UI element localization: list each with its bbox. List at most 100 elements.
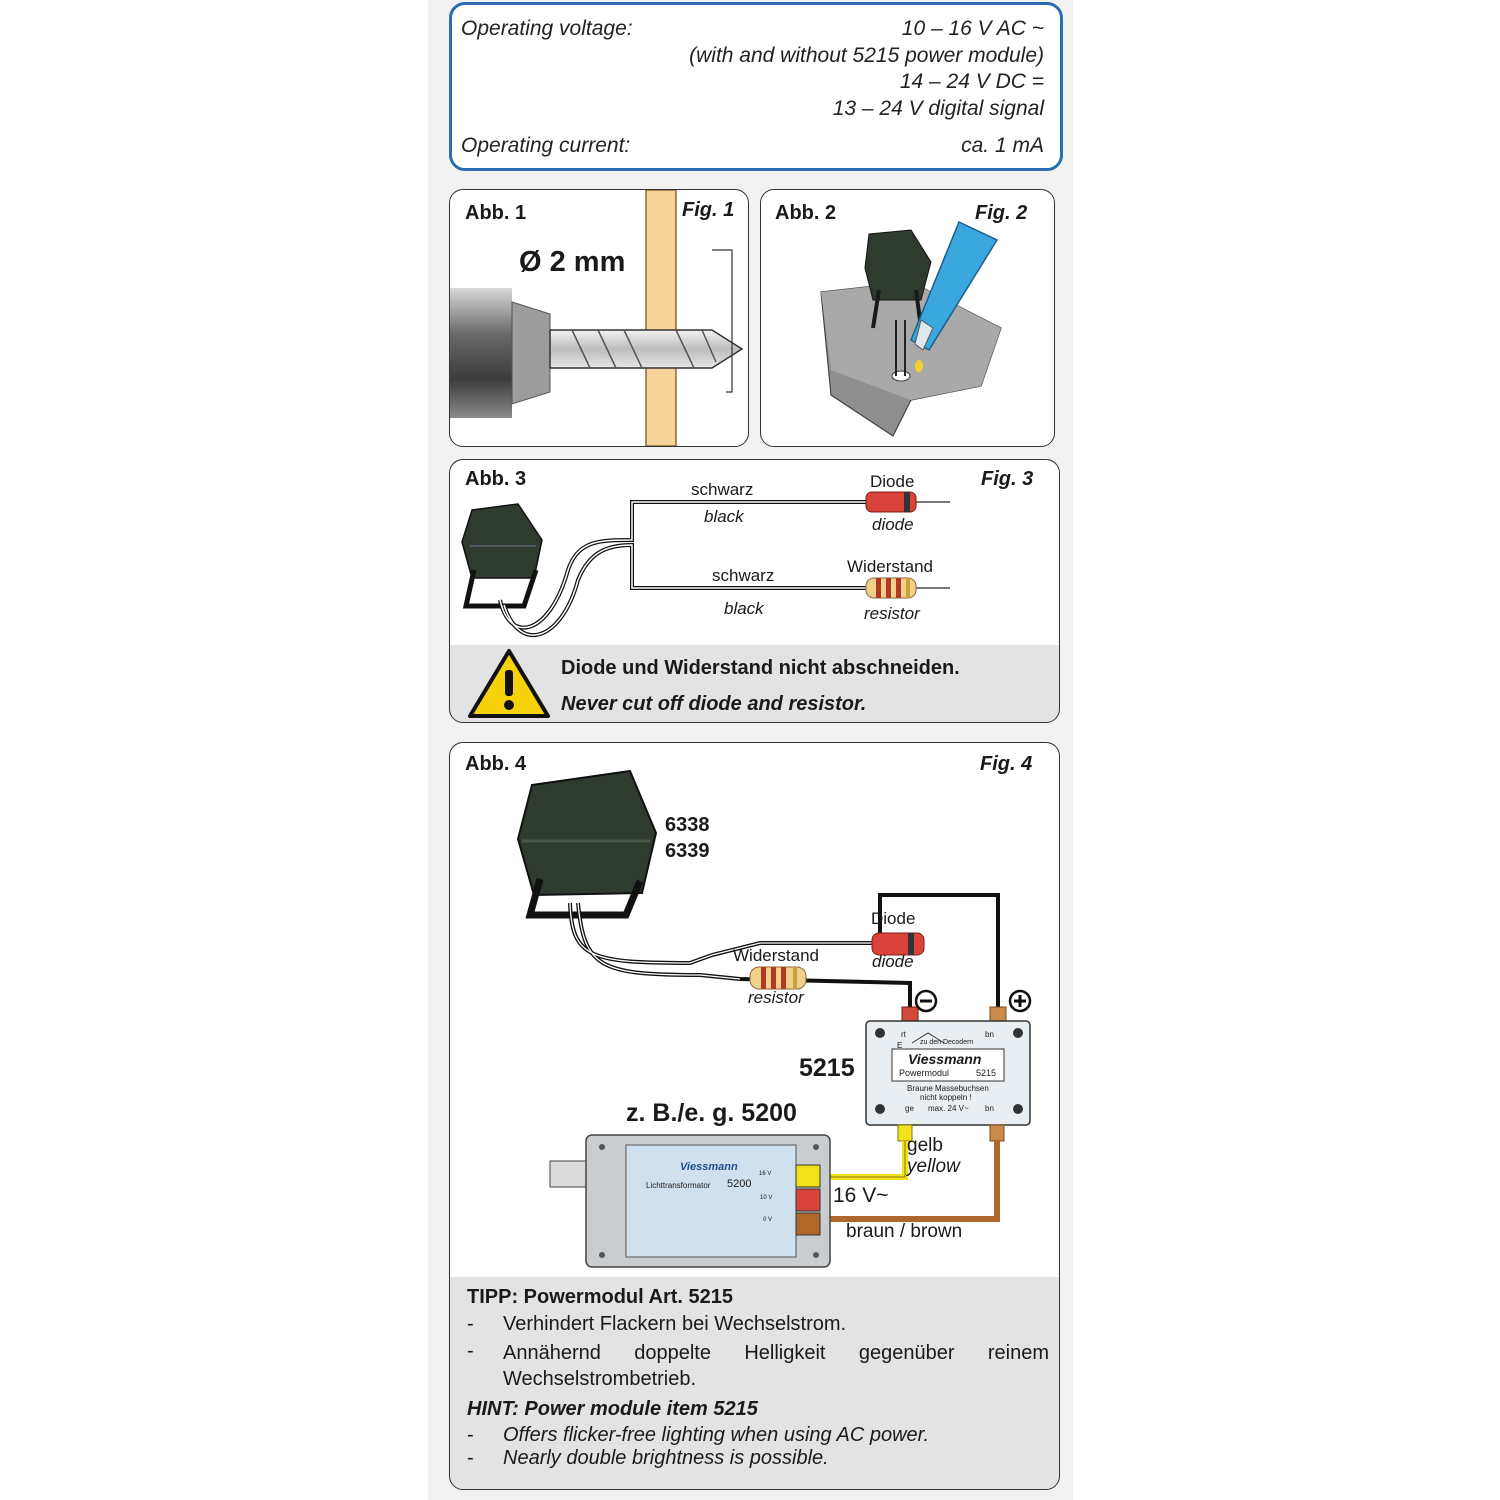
fig2-abb-label: Abb. 2 bbox=[775, 202, 837, 224]
hint-title-en: HINT: Power module item 5215 bbox=[467, 1398, 758, 1420]
fig3-wire-upper-outer bbox=[498, 500, 866, 630]
module-5215-label: 5215 bbox=[799, 1054, 855, 1082]
fig3-panel: Abb. 3 Fig. 3 schwarz black Diode diode … bbox=[449, 459, 1060, 723]
module-product-no: 5215 bbox=[976, 1068, 997, 1078]
voltage-line-3: 14 – 24 V DC = bbox=[899, 70, 1044, 93]
plus-icon bbox=[1008, 989, 1032, 1013]
fig3-resistor-de: Widerstand bbox=[847, 557, 933, 576]
drill-hole bbox=[891, 370, 911, 382]
fig4-diode-en: diode bbox=[872, 952, 914, 971]
module-e-label: E bbox=[897, 1041, 903, 1050]
fig4-abb-label: Abb. 4 bbox=[465, 753, 527, 775]
fig3-abb-label: Abb. 3 bbox=[465, 468, 527, 490]
glue-drop bbox=[915, 360, 923, 372]
transformer-product: Lichttransformator bbox=[646, 1181, 711, 1190]
module-ge-label: ge bbox=[905, 1104, 914, 1113]
module-product: Powermodul bbox=[899, 1068, 950, 1078]
current-value: ca. 1 mA bbox=[961, 134, 1044, 157]
wood-board bbox=[645, 190, 677, 446]
module-note-2: nicht koppeln ! bbox=[920, 1093, 972, 1102]
fig3-diagram-area bbox=[450, 460, 1059, 645]
voltage-16v-label: 16 V~ bbox=[833, 1184, 889, 1207]
hint-item-en-2: Nearly double brightness is possible. bbox=[503, 1447, 829, 1469]
brown-wire bbox=[818, 1141, 1000, 1222]
voltage-line-2: (with and without 5215 power module) bbox=[689, 44, 1044, 67]
current-label: Operating current: bbox=[461, 134, 631, 157]
fig3-diode-en: diode bbox=[872, 515, 914, 534]
voltage-label: Operating voltage: bbox=[461, 17, 633, 40]
plate-top bbox=[821, 282, 1001, 400]
module-note-1: Braune Massebuchsen bbox=[907, 1084, 989, 1093]
transformer-10v: 10 V bbox=[760, 1195, 773, 1201]
transformer-brand: Viessmann bbox=[680, 1161, 738, 1173]
dimension-line bbox=[712, 249, 733, 393]
fig3-wire2-en: black bbox=[724, 599, 764, 618]
module-brand: Viessmann bbox=[908, 1051, 982, 1067]
fig3-wire1-de: schwarz bbox=[691, 480, 754, 499]
tip-item-de-1: Verhindert Flackern bei Wechselstrom. bbox=[503, 1313, 847, 1335]
glue-tube bbox=[910, 220, 999, 352]
fig4-panel: Abb. 4 Fig. 4 6338 6339 Diode diode Wide… bbox=[449, 742, 1060, 1490]
hint-dash-1: - bbox=[467, 1424, 474, 1446]
transformer-5200 bbox=[549, 1134, 831, 1268]
module-bn-bottom-label: bn bbox=[985, 1104, 994, 1113]
fig3-wire1-en: black bbox=[704, 507, 744, 526]
plus-terminal bbox=[989, 1006, 1007, 1022]
fig1-diameter: Ø 2 mm bbox=[519, 246, 626, 278]
transformer-label: z. B./e. g. 5200 bbox=[626, 1099, 797, 1127]
fig1-panel: Abb. 1 Fig. 1 Ø 2 mm bbox=[449, 189, 749, 447]
drill-illustration bbox=[450, 190, 744, 446]
mains-cable bbox=[549, 1160, 589, 1188]
module-rt-label: rt bbox=[901, 1030, 906, 1039]
brown-terminal bbox=[989, 1124, 1005, 1142]
warning-icon bbox=[468, 649, 550, 718]
fig2-panel: Abb. 2 Fig. 2 bbox=[760, 189, 1055, 447]
fig4-resistor-en: resistor bbox=[748, 988, 804, 1007]
yellow-label-de: gelb bbox=[907, 1135, 943, 1156]
module-decoder-label: zu den Decodern bbox=[920, 1039, 974, 1046]
floodlight-housing bbox=[864, 229, 932, 301]
yellow-wire bbox=[820, 1141, 908, 1180]
fig3-diode-de: Diode bbox=[870, 472, 915, 491]
fig2-fig-label: Fig. 2 bbox=[975, 202, 1028, 224]
fig3-resistor bbox=[865, 577, 950, 599]
fig4-floodlight bbox=[516, 769, 658, 919]
fig3-floodlight bbox=[461, 503, 543, 609]
warning-text-de: Diode und Widerstand nicht abschneiden. bbox=[561, 657, 960, 679]
module-max-label: max. 24 V~ bbox=[928, 1104, 969, 1113]
model-6339: 6339 bbox=[665, 840, 710, 862]
transformer-16v: 16 V bbox=[759, 1171, 772, 1177]
fig3-wiring-diagram bbox=[461, 491, 950, 718]
tip-title-de: TIPP: Powermodul Art. 5215 bbox=[467, 1286, 733, 1308]
drill-chuck bbox=[450, 288, 512, 418]
fig4-fig-label: Fig. 4 bbox=[980, 753, 1033, 775]
brown-label: braun / brown bbox=[846, 1221, 963, 1242]
fig1-fig-label: Fig. 1 bbox=[682, 199, 735, 221]
chuck-collar bbox=[511, 301, 551, 405]
fig3-resistor-en: resistor bbox=[864, 604, 920, 623]
transformer-product-no: 5200 bbox=[727, 1178, 752, 1190]
minus-terminal bbox=[901, 1006, 919, 1022]
spec-box: Operating voltage: 10 – 16 V AC ~ (with … bbox=[449, 2, 1063, 171]
fig1-abb-label: Abb. 1 bbox=[465, 202, 527, 224]
fig3-fig-label: Fig. 3 bbox=[981, 468, 1034, 490]
tip-item-de-2: Annähernd doppelte Helligkeit gegenüber … bbox=[503, 1342, 1049, 1390]
voltage-line-1: 10 – 16 V AC ~ bbox=[901, 17, 1044, 40]
module-bn-top-label: bn bbox=[985, 1030, 994, 1039]
warning-text-en: Never cut off diode and resistor. bbox=[561, 693, 867, 715]
model-6338: 6338 bbox=[665, 814, 710, 836]
fig4-resistor-de: Widerstand bbox=[733, 946, 819, 965]
yellow-label-en: yellow bbox=[907, 1156, 960, 1177]
tip-dash-1: - bbox=[467, 1313, 474, 1335]
voltage-line-4: 13 – 24 V digital signal bbox=[832, 97, 1044, 120]
fig4-diode-de: Diode bbox=[871, 909, 916, 928]
hint-item-en-1: Offers flicker-free lighting when using … bbox=[503, 1424, 930, 1446]
mounting-illustration bbox=[820, 220, 1002, 437]
drill-bit bbox=[549, 329, 744, 369]
fig4-resistor bbox=[749, 966, 807, 990]
hint-dash-2: - bbox=[467, 1447, 474, 1469]
powermodule-5215 bbox=[865, 1020, 1031, 1126]
bit-flutes bbox=[571, 329, 717, 369]
fig4-diode bbox=[871, 932, 925, 956]
minus-icon bbox=[914, 989, 938, 1013]
